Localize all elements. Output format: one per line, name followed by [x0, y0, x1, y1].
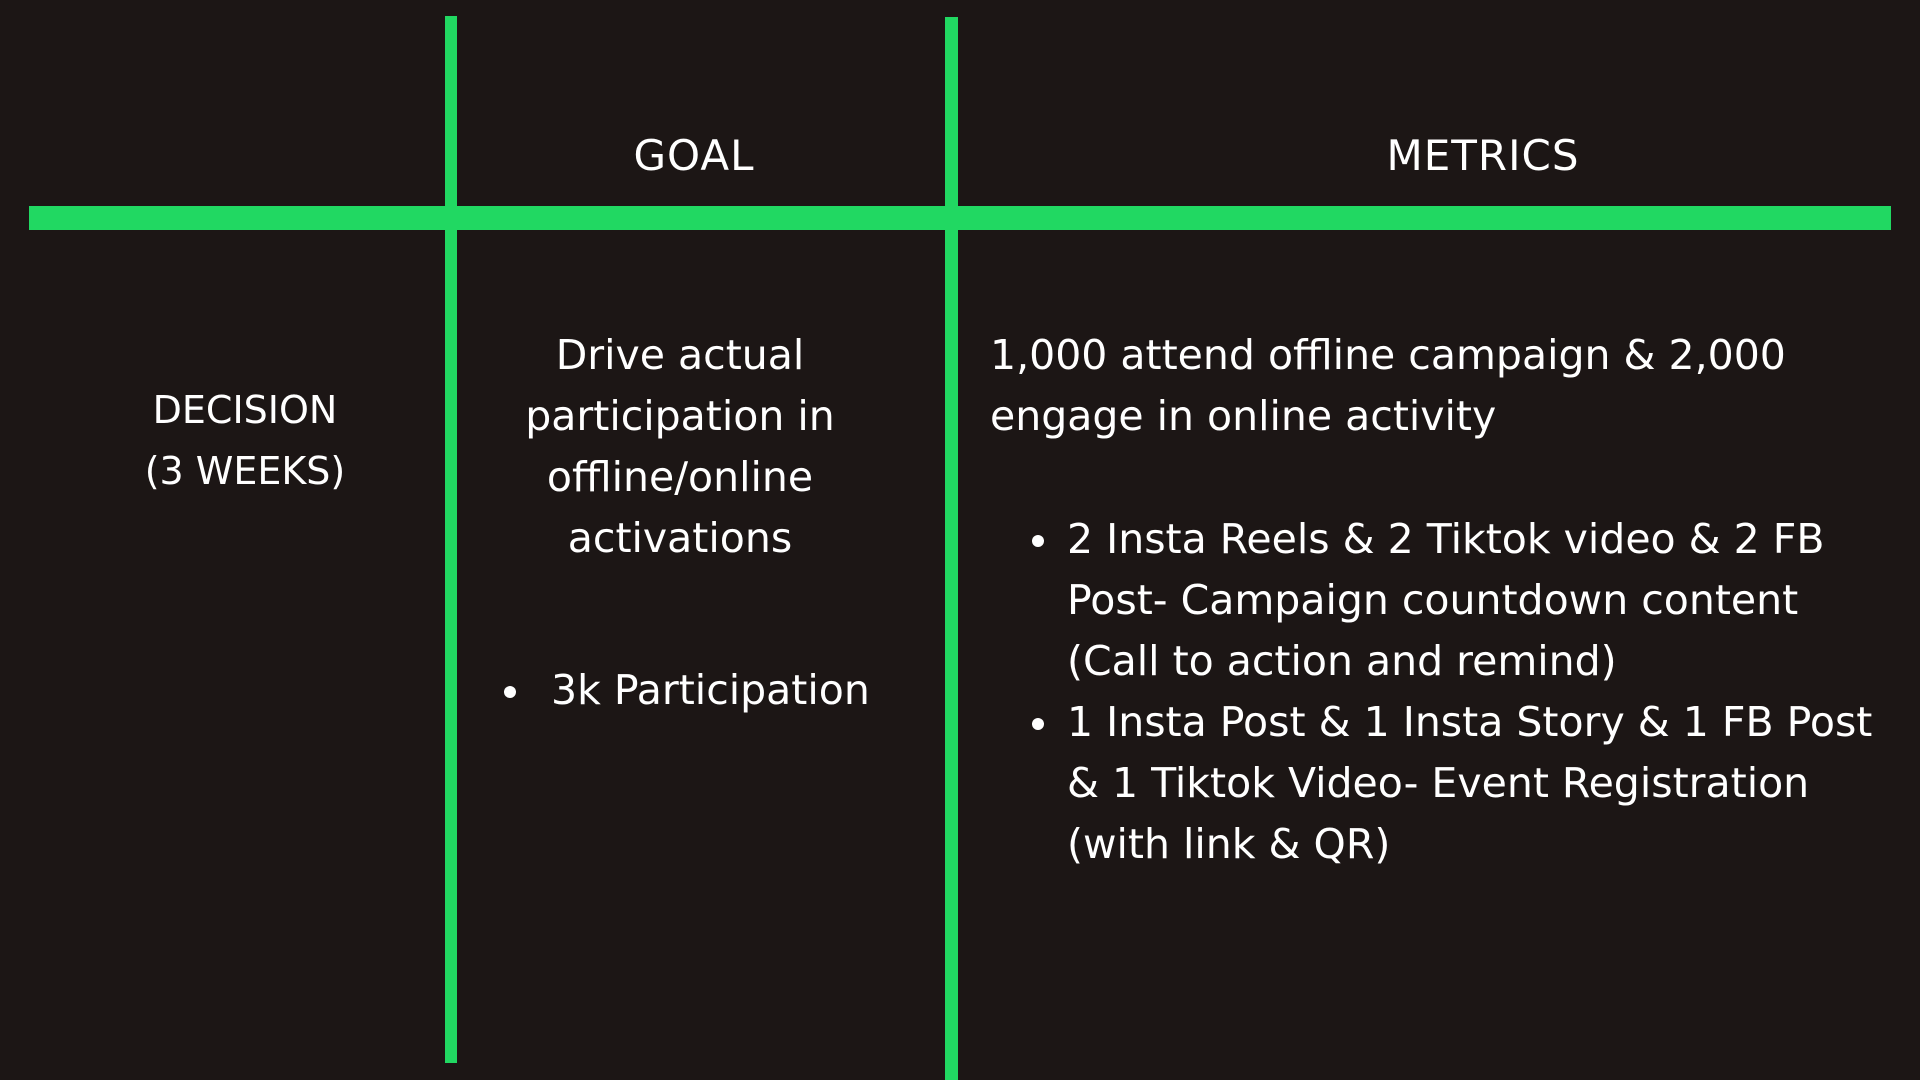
metrics-column-header: METRICS	[1386, 131, 1580, 180]
goal-bullet-text: 3k Participation	[551, 666, 870, 714]
metrics-bullet-item: 1 Insta Post & 1 Insta Story & 1 FB Post…	[1026, 692, 1886, 875]
metrics-bullet-item: 2 Insta Reels & 2 Tiktok video & 2 FB Po…	[1026, 509, 1886, 692]
row-label: DECISION (3 WEEKS)	[29, 380, 461, 502]
bullet-icon	[1032, 535, 1044, 547]
bullet-icon	[1032, 718, 1044, 730]
metrics-bullet-text: 2 Insta Reels & 2 Tiktok video & 2 FB Po…	[1067, 515, 1825, 685]
goal-bullet-item: 3k Participation	[495, 660, 935, 721]
column-divider-right	[945, 17, 958, 1080]
column-divider-left	[445, 16, 457, 1063]
metrics-summary: 1,000 attend offline campaign & 2,000 en…	[990, 331, 1786, 440]
goal-column-header: GOAL	[633, 131, 755, 180]
bullet-icon	[504, 686, 516, 698]
row-label-stage: DECISION	[152, 388, 338, 432]
goal-bullet-list: 3k Participation	[495, 660, 935, 721]
metrics-bullet-text: 1 Insta Post & 1 Insta Story & 1 FB Post…	[1067, 698, 1873, 868]
header-divider-line	[29, 206, 1891, 230]
goal-description: Drive actual participation in offline/on…	[525, 331, 835, 562]
metrics-bullet-list: 2 Insta Reels & 2 Tiktok video & 2 FB Po…	[1026, 509, 1886, 875]
row-label-duration: (3 WEEKS)	[144, 449, 346, 493]
